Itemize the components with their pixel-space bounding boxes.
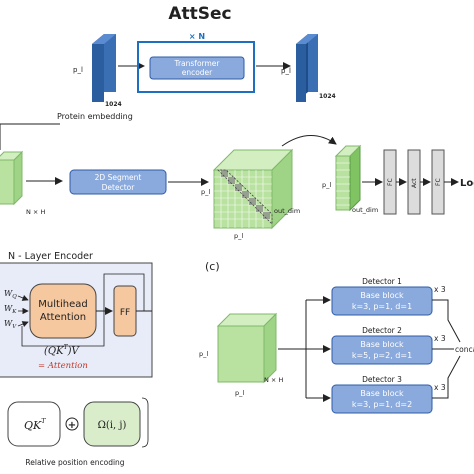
multihead-line1: Multihead: [38, 299, 87, 310]
wv-label: WV: [4, 319, 17, 330]
detector-1-params: k=3, p=1, d=1: [352, 302, 412, 311]
detector-3-block: Base block: [360, 389, 404, 398]
pl-cube-bottom-label: p_l: [234, 232, 243, 240]
output-grid-cube: [212, 148, 294, 230]
multihead-box: [29, 283, 97, 339]
encoder-heading: N - Layer Encoder: [8, 251, 93, 262]
omega-box: [83, 401, 141, 447]
detector-2-box: [331, 335, 433, 365]
wk-label: WK: [4, 304, 17, 315]
pl-right-label: p_l: [281, 67, 291, 75]
plus-circle: [65, 417, 79, 431]
pl-bottom-label-c: p_l: [235, 389, 244, 397]
transformer-label-line1: Transformer: [173, 59, 220, 68]
segment-label-line2: Detector: [102, 183, 136, 192]
detector-3-mult: x 3: [434, 383, 446, 392]
detector-2-params: k=5, p=2, d=1: [352, 351, 412, 360]
input-cube-c: [216, 312, 278, 384]
dim-right-label: 1024: [319, 93, 336, 100]
attention-label: = Attention: [38, 361, 88, 371]
panel-c-label: (c): [205, 260, 220, 273]
dim-left-label: 1024: [105, 101, 122, 108]
wq-label: WQ: [4, 289, 17, 300]
transformer-encoder-box: [149, 56, 245, 80]
transformer-label-line2: encoder: [182, 68, 213, 77]
nxh-label-c: N × H: [264, 376, 283, 384]
relative-position-label: Relative position encoding: [25, 458, 124, 467]
omega-label: Ω(i, j): [98, 420, 127, 431]
detector-2-title: Detector 2: [362, 326, 402, 335]
out-dim-label: out_dim: [274, 207, 300, 215]
fc1-label: FC: [387, 178, 394, 186]
detector-1-box: [331, 286, 433, 316]
log-label: Log: [460, 178, 474, 189]
act-label: Act: [411, 178, 418, 188]
detector-2-mult: x 3: [434, 334, 446, 343]
protein-embedding-left: [92, 34, 116, 102]
segment-detector-box: [69, 169, 167, 195]
detector-1-title: Detector 1: [362, 277, 402, 286]
times-n-label: × N: [189, 32, 205, 41]
detector-3-params: k=3, p=1, d=2: [352, 400, 412, 409]
output-slab: [334, 144, 362, 212]
detector-2-block: Base block: [360, 340, 404, 349]
pl-side-label-c: p_l: [199, 350, 208, 358]
plus-symbol: +: [68, 420, 76, 431]
pl-cube-label: p_l: [201, 188, 210, 196]
concat-label: conca: [455, 345, 474, 354]
green-cube-left: [0, 150, 24, 206]
out-dim-slab-label: out_dim: [352, 206, 378, 214]
protein-embedding-right: [296, 34, 318, 102]
attention-formula: (QKT)V: [44, 344, 80, 357]
nxh-label-middle: N × H: [26, 208, 45, 216]
detector-3-title: Detector 3: [362, 375, 402, 384]
pl-slab-label: p_l: [322, 181, 331, 189]
ff-label: FF: [120, 308, 130, 318]
qkt-label: QKT: [24, 417, 46, 432]
pl-left-label: p_l: [73, 66, 83, 74]
multihead-line2: Attention: [40, 312, 86, 323]
fc2-label: FC: [435, 178, 442, 186]
diagram-title: AttSec: [168, 4, 231, 24]
detector-3-box: [331, 384, 433, 414]
segment-label-line1: 2D Segment: [95, 173, 142, 182]
qkt-box: [7, 401, 61, 447]
detector-1-mult: x 3: [434, 285, 446, 294]
transformer-frame: [137, 41, 255, 93]
protein-embedding-label: Protein embedding: [57, 112, 133, 121]
detector-1-block: Base block: [360, 291, 404, 300]
